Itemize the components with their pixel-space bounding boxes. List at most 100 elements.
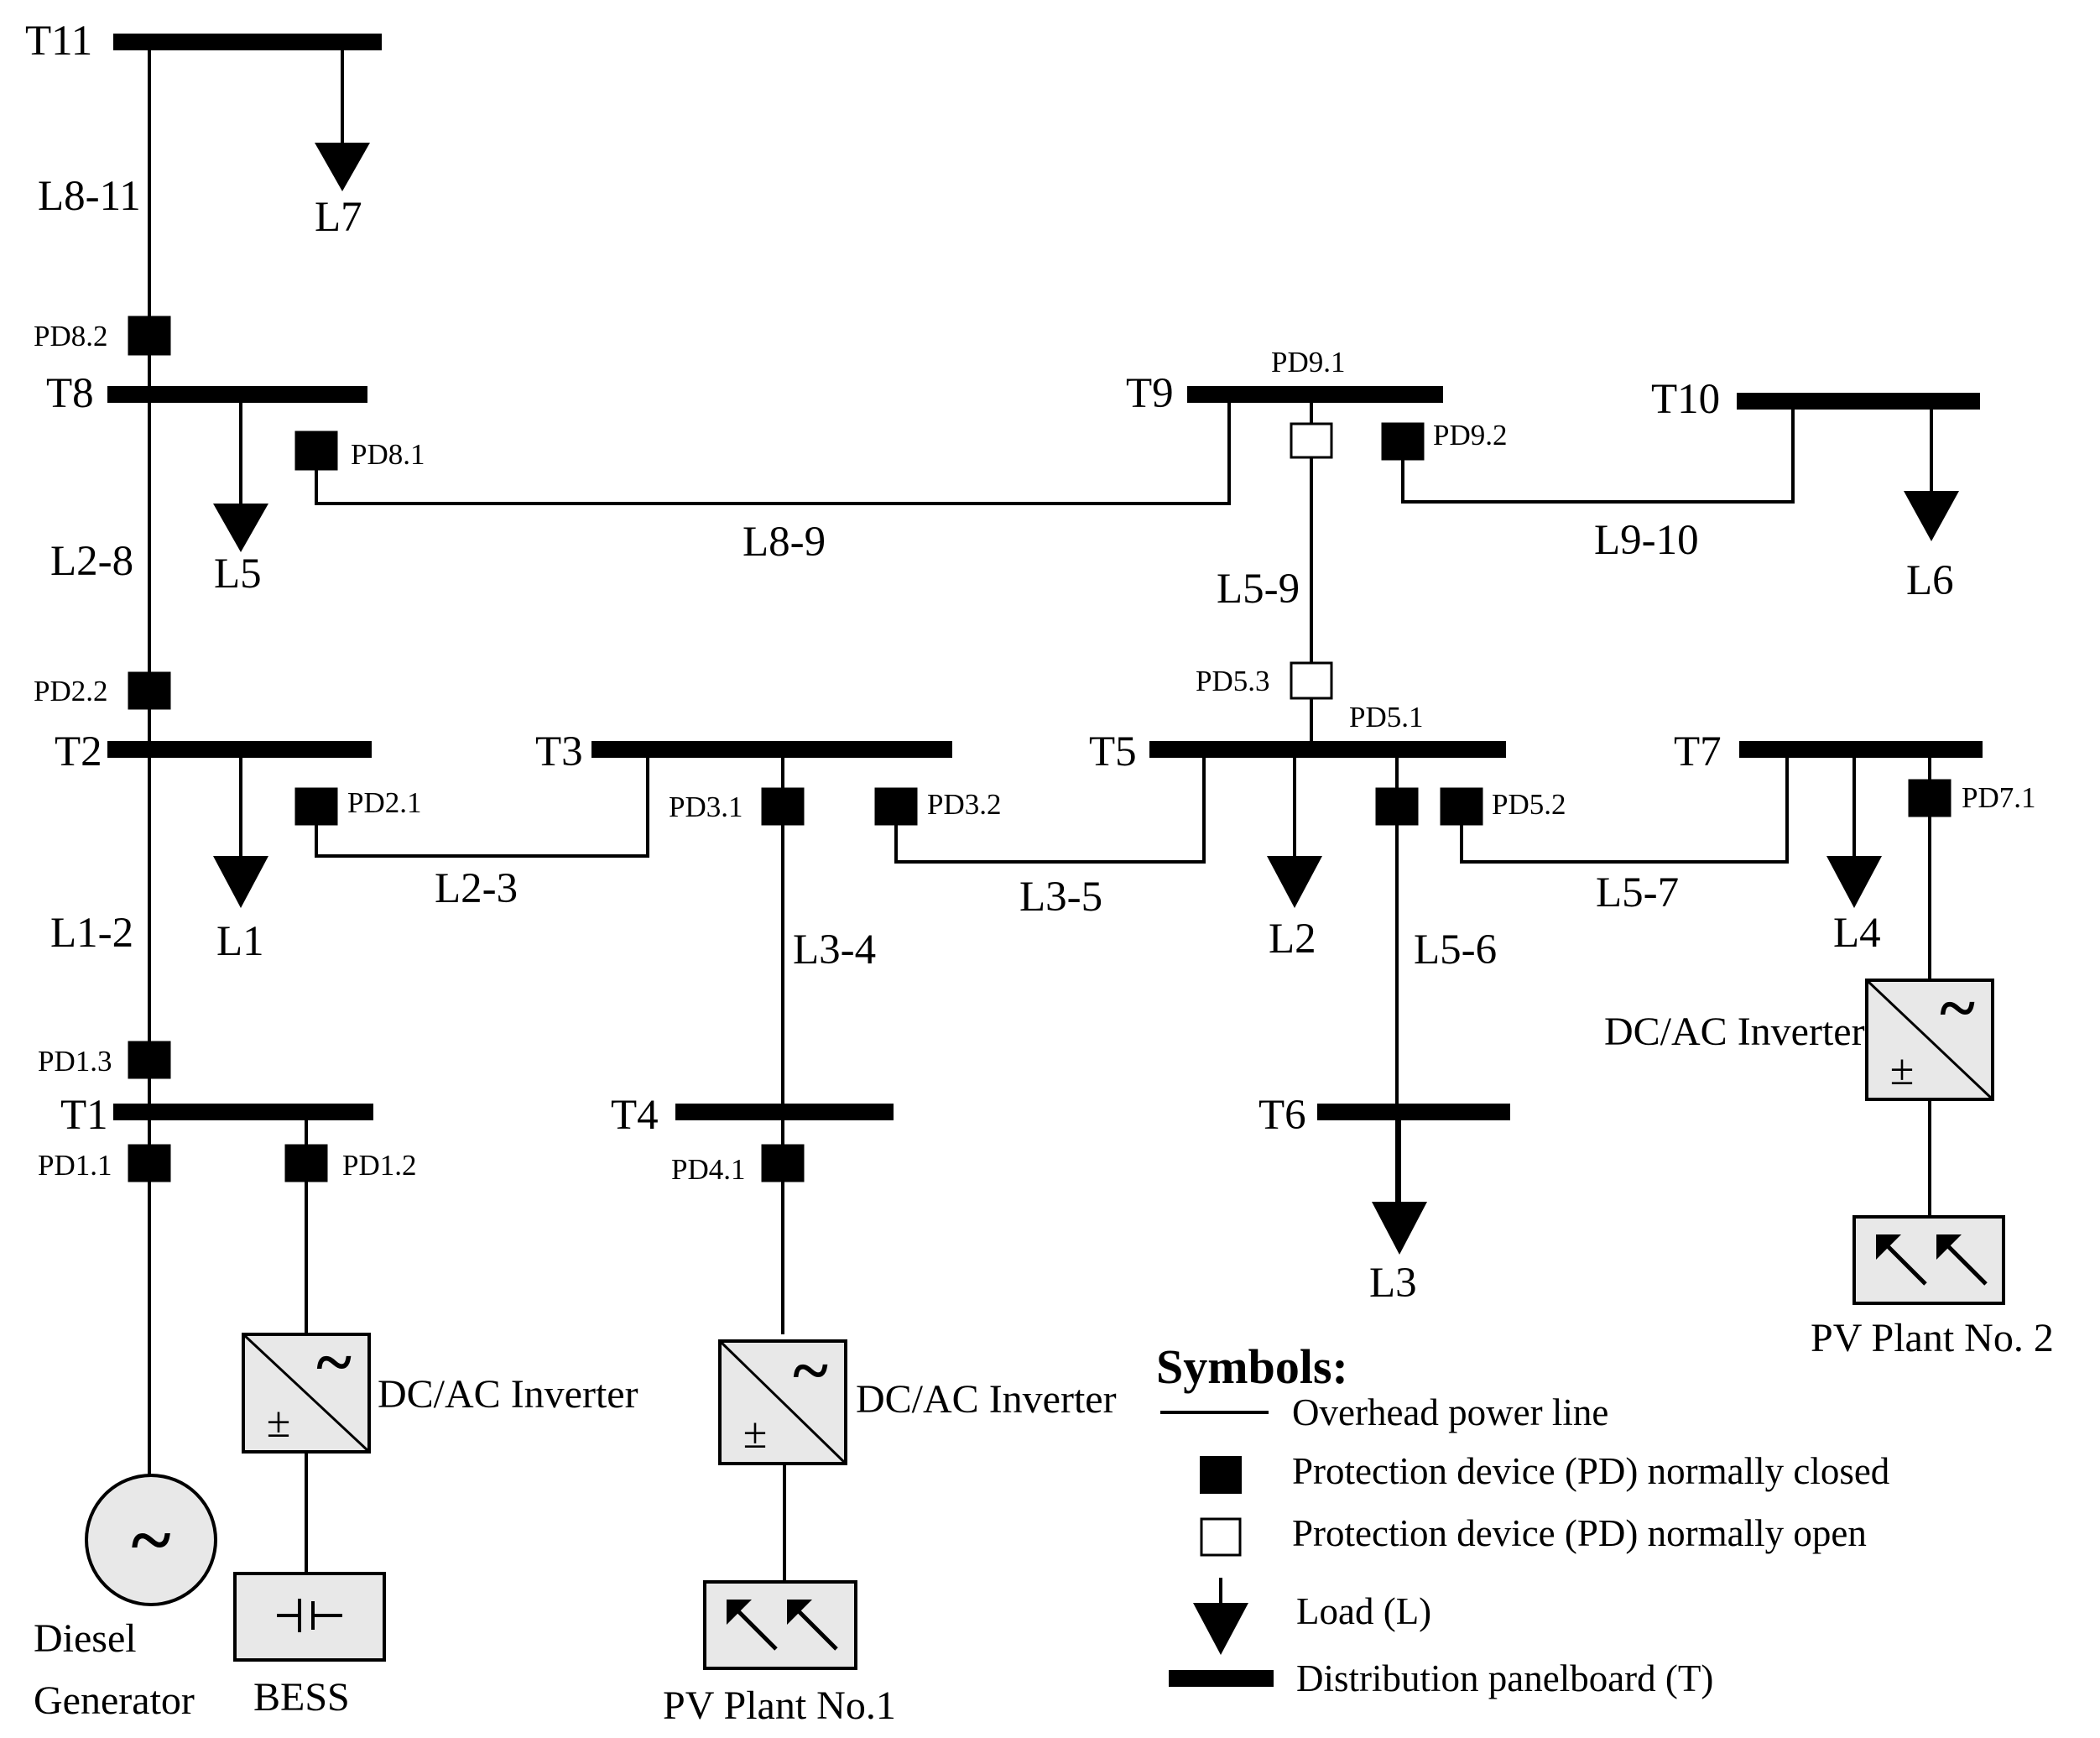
symbols-legend: Symbols: Overhead power line Protection … (1156, 1339, 1889, 1699)
label-t4: T4 (611, 1092, 659, 1139)
label-l5-9: L5-9 (1217, 566, 1300, 613)
label-t2: T2 (55, 728, 102, 775)
label-inverter-bess: DC/AC Inverter (378, 1372, 638, 1417)
label-pd3-2: PD3.2 (927, 788, 1002, 821)
label-l6: L6 (1906, 557, 1954, 604)
label-t8: T8 (46, 370, 94, 417)
inverter-pv2: ~ ± (1865, 972, 1994, 1101)
label-bess: BESS (253, 1675, 350, 1720)
panelboard-t6 (1317, 1104, 1510, 1120)
legend-pd-closed-swatch (1200, 1456, 1242, 1494)
inverter-bess-plusminus: ± (267, 1399, 291, 1447)
protection-devices (128, 316, 1951, 1182)
pd5-2-closed (1440, 787, 1483, 826)
label-l5-6: L5-6 (1414, 926, 1497, 973)
label-t6: T6 (1258, 1092, 1306, 1139)
load-l1-arrow (213, 856, 268, 908)
bess-battery (233, 1572, 386, 1662)
pd1-2-closed (284, 1144, 328, 1182)
label-pd5-1: PD5.1 (1349, 701, 1424, 733)
label-pd9-2: PD9.2 (1433, 419, 1508, 451)
label-pd9-1: PD9.1 (1271, 346, 1346, 378)
legend-pd-open-label: Protection device (PD) normally open (1292, 1512, 1867, 1554)
label-pd1-2: PD1.2 (342, 1149, 417, 1182)
panelboard-labels: T11 T8 T9 T10 T2 T3 T5 T7 T1 T4 T6 (25, 18, 1722, 1139)
label-pd1-1: PD1.1 (38, 1149, 112, 1182)
label-l8-11: L8-11 (38, 173, 141, 220)
pd5-3-open (1290, 661, 1333, 700)
legend-title: Symbols: (1156, 1339, 1348, 1394)
panelboard-t11 (113, 34, 382, 50)
panelboard-t9 (1187, 386, 1443, 403)
load-l2-arrow (1267, 856, 1322, 908)
label-l9-10: L9-10 (1594, 517, 1699, 564)
load-arrows (213, 143, 1959, 1255)
label-pd4-1: PD4.1 (671, 1153, 746, 1186)
pd9-1-open (1290, 422, 1333, 459)
inverter-pv2-plusminus: ± (1890, 1046, 1915, 1094)
load-l3-arrow (1372, 1202, 1427, 1255)
load-labels: L7 L5 L6 L1 L2 L4 L3 (214, 194, 1954, 1307)
pd4-1-closed (761, 1144, 805, 1182)
pd-labels: PD8.2 PD8.1 PD9.1 PD9.2 PD5.3 PD5.1 PD2.… (34, 320, 2036, 1186)
pd5-1-closed (1375, 787, 1419, 826)
pv-plant-1 (703, 1580, 857, 1670)
panelboard-t7 (1739, 741, 1983, 758)
legend-load-label: Load (L) (1296, 1590, 1431, 1632)
diesel-generator-tilde: ~ (132, 1499, 171, 1582)
panelboards (107, 34, 1983, 1120)
pd7-1-closed (1908, 779, 1951, 817)
label-l3-4: L3-4 (793, 926, 876, 973)
load-l4-arrow (1826, 856, 1882, 908)
label-inverter-pv2: DC/AC Inverter (1604, 1010, 1865, 1054)
label-pd2-2: PD2.2 (34, 675, 108, 707)
label-pv-plant-1: PV Plant No.1 (663, 1683, 896, 1728)
pd2-1-closed (294, 787, 338, 826)
label-pd2-1: PD2.1 (347, 786, 422, 819)
load-l6-arrow (1904, 491, 1959, 541)
label-l3-5: L3-5 (1019, 874, 1102, 921)
pd1-1-closed (128, 1144, 171, 1182)
diesel-generator: ~ (85, 1474, 217, 1606)
label-pv-plant-2: PV Plant No. 2 (1811, 1316, 2054, 1360)
panelboard-t2 (107, 741, 372, 758)
pd2-2-closed (128, 671, 171, 710)
label-pd7-1: PD7.1 (1962, 781, 2036, 814)
label-t5: T5 (1089, 728, 1137, 775)
panelboard-t4 (675, 1104, 894, 1120)
inverter-bess: ~ ± (242, 1326, 371, 1454)
label-pd3-1: PD3.1 (669, 791, 743, 823)
legend-panelboard-swatch (1169, 1670, 1274, 1687)
label-t3: T3 (535, 728, 583, 775)
label-t9: T9 (1126, 370, 1174, 417)
inverter-pv1-tilde: ~ (793, 1334, 828, 1408)
pd1-3-closed (128, 1041, 171, 1079)
label-inverter-pv1: DC/AC Inverter (856, 1377, 1117, 1422)
label-l1-2: L1-2 (50, 910, 133, 957)
panelboard-t3 (591, 741, 952, 758)
panelboard-t5 (1149, 741, 1506, 758)
panelboard-t10 (1737, 393, 1980, 410)
pd9-2-closed (1381, 422, 1425, 461)
equipment-labels: DC/AC Inverter DC/AC Inverter DC/AC Inve… (34, 1010, 2054, 1728)
inverter-pv1: ~ ± (718, 1334, 847, 1465)
label-l4: L4 (1833, 910, 1881, 957)
legend-panelboard-label: Distribution panelboard (T) (1296, 1657, 1713, 1699)
label-t10: T10 (1651, 376, 1720, 423)
label-pd8-1: PD8.1 (351, 438, 425, 471)
pd8-1-closed (294, 431, 338, 471)
label-l3: L3 (1369, 1260, 1417, 1307)
pd3-2-closed (874, 787, 918, 826)
inverter-pv2-tilde: ~ (1940, 972, 1975, 1046)
legend-pd-closed-label: Protection device (PD) normally closed (1292, 1450, 1889, 1492)
label-pd5-3: PD5.3 (1196, 665, 1270, 697)
load-l7-arrow (315, 143, 370, 191)
label-pd1-3: PD1.3 (38, 1045, 112, 1078)
pd3-1-closed (761, 787, 805, 826)
label-diesel: Diesel (34, 1616, 137, 1661)
label-l7: L7 (315, 194, 362, 241)
label-l2-3: L2-3 (435, 865, 518, 912)
legend-overhead-line-label: Overhead power line (1292, 1391, 1608, 1433)
legend-load-swatch (1193, 1603, 1248, 1655)
